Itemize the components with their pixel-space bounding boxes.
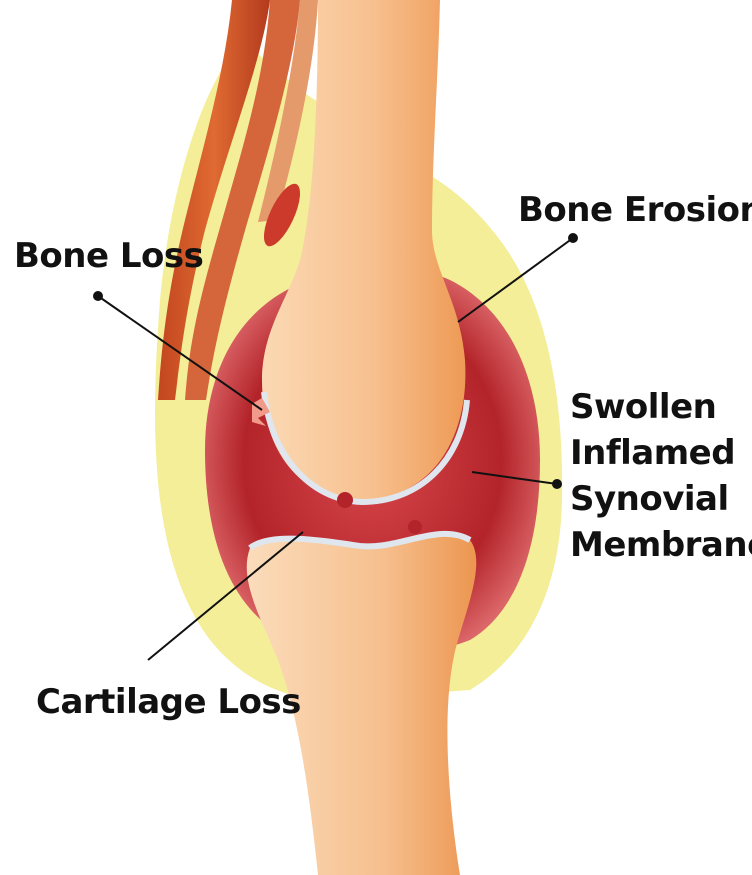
- bone-erosion-dot: [568, 233, 578, 243]
- label-cartilage-loss: Cartilage Loss: [36, 680, 301, 724]
- label-synovial-line-4: Membrane: [570, 522, 752, 568]
- label-synovial-membrane: Swollen Inflamed Synovial Membrane: [570, 384, 752, 568]
- label-synovial-line-1: Swollen: [570, 384, 752, 430]
- label-bone-loss: Bone Loss: [14, 234, 203, 278]
- bone-loss-dot: [93, 291, 103, 301]
- label-synovial-line-3: Synovial: [570, 476, 752, 522]
- synovial-dot: [552, 479, 562, 489]
- cartilage-erosion-1: [337, 492, 353, 508]
- cartilage-erosion-2: [408, 520, 422, 534]
- label-synovial-line-2: Inflamed: [570, 430, 752, 476]
- label-bone-erosion: Bone Erosion: [518, 188, 752, 232]
